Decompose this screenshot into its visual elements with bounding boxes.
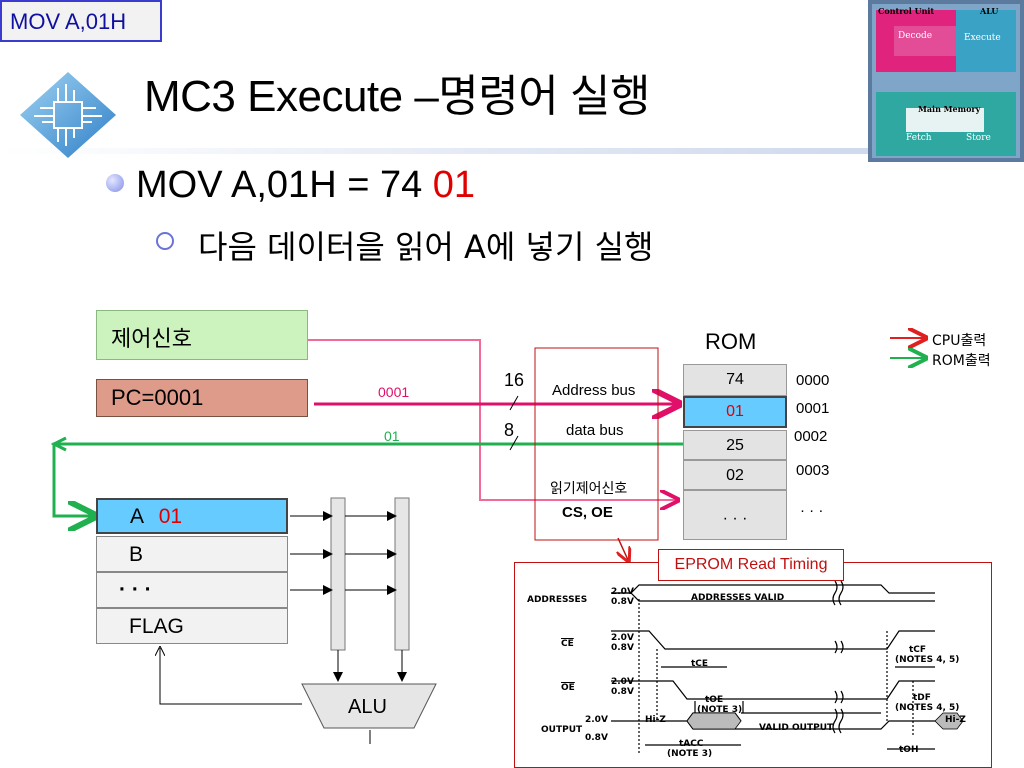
bullet-dot-icon <box>106 174 124 192</box>
cycle-fetch: Fetch <box>906 133 932 143</box>
pc-box: PC=0001 <box>96 379 308 417</box>
timing-level-low: 0.8V <box>585 733 608 743</box>
rom-cell: · · · <box>683 490 787 540</box>
timing-level-high: 2.0V <box>611 633 634 643</box>
t-df-note: (NOTES 4, 5) <box>895 703 960 713</box>
bus-box <box>534 347 659 541</box>
rom-address: · · · <box>800 502 824 519</box>
valid-output-label: VALID OUTPUT <box>759 723 834 733</box>
eprom-timing-title: EPROM Read Timing <box>658 549 844 581</box>
register-a-value: 01 <box>158 505 183 528</box>
cycle-execute: Execute <box>964 33 1001 43</box>
cs-oe-label: CS, OE <box>562 504 613 521</box>
alu-block <box>301 683 437 729</box>
timing-signal-oe: OE <box>561 683 575 693</box>
register-a-label: A <box>130 505 143 528</box>
instruction-cycle-diagram: Control Unit ALU Decode Execute Main Mem… <box>868 0 1024 162</box>
addresses-valid-label: ADDRESSES VALID <box>691 593 785 603</box>
rom-address: 0003 <box>796 462 830 479</box>
t-cf-label: tCF <box>909 645 927 655</box>
t-ce-label: tCE <box>691 659 709 669</box>
register-a: A 01 <box>96 498 288 534</box>
t-df-label: tDF <box>913 693 931 703</box>
register-flag: FLAG <box>96 608 288 644</box>
timing-signal-output: OUTPUT <box>541 725 583 735</box>
register-dots: · · · <box>96 572 288 608</box>
slide-tag: MOV A,01H <box>0 0 162 42</box>
t-cf-note: (NOTES 4, 5) <box>895 655 960 665</box>
rom-cell: 25 <box>683 430 787 460</box>
timing-level-high: 2.0V <box>585 715 608 725</box>
bullet-highlight: 01 <box>432 164 476 206</box>
address-value: 0001 <box>378 384 410 400</box>
timing-level-high: 2.0V <box>611 587 634 597</box>
rom-title: ROM <box>705 329 757 354</box>
timing-waveforms <box>611 580 964 753</box>
data-bus-line <box>52 442 683 516</box>
header-band <box>0 148 1024 154</box>
timing-signal-ce: CE <box>561 639 574 649</box>
data-width: 8 <box>504 420 515 440</box>
cycle-store: Store <box>966 133 991 143</box>
data-value: 01 <box>384 428 400 444</box>
t-oh-label: tOH <box>899 745 919 755</box>
sub-bullet: 다음 데이터을 읽어 A에 넣기 실행 <box>198 228 654 266</box>
timing-level-low: 0.8V <box>611 597 634 607</box>
control-signal-box: 제어신호 <box>96 310 308 360</box>
rom-address: 0002 <box>794 428 828 445</box>
hiz-left-label: Hi-Z <box>645 715 666 725</box>
rom-cell-highlight: 01 <box>683 396 787 428</box>
rom-cell: 74 <box>683 364 787 396</box>
address-width: 16 <box>504 370 525 390</box>
rom-cell: 02 <box>683 460 787 490</box>
timing-level-low: 0.8V <box>611 643 634 653</box>
rom-address: 0000 <box>796 372 830 389</box>
read-control-label: 읽기제어신호 <box>550 481 628 497</box>
page-title: MC3 Execute –명령어 실행 <box>144 72 650 121</box>
t-oe-note: (NOTE 3) <box>697 705 743 715</box>
cycle-decode: Decode <box>898 31 932 41</box>
circuit-chip-icon <box>20 72 116 158</box>
sub-bullet-ring-icon <box>156 232 174 250</box>
cycle-control-unit: Control Unit <box>878 6 934 16</box>
control-signal-line <box>308 339 676 500</box>
t-oe-label: tOE <box>705 695 724 705</box>
rom-address: 0001 <box>796 400 830 417</box>
address-bus-label: Address bus <box>552 382 636 399</box>
timing-signal-addresses: ADDRESSES <box>527 595 588 605</box>
register-b: B <box>96 536 288 572</box>
hiz-right-label: Hi-Z <box>945 715 966 725</box>
alu-label: ALU <box>348 696 387 718</box>
legend-rom-label: ROM출력 <box>932 353 991 369</box>
bullet-text: MOV A,01H = 74 <box>136 164 433 206</box>
timing-level-low: 0.8V <box>611 687 634 697</box>
data-bus-label: data bus <box>566 422 624 439</box>
legend-cpu-label: CPU출력 <box>932 333 987 349</box>
cycle-main-memory: Main Memory <box>918 104 981 114</box>
main-bullet: MOV A,01H = 74 01 <box>136 164 475 207</box>
cycle-alu: ALU <box>979 6 998 16</box>
t-acc-label: tACC <box>679 739 704 749</box>
t-acc-note: (NOTE 3) <box>667 749 713 759</box>
eprom-timing-panel: ADDRESSES CE OE OUTPUT 2.0V 0.8V 2.0V 0.… <box>514 562 992 768</box>
timing-level-high: 2.0V <box>611 677 634 687</box>
